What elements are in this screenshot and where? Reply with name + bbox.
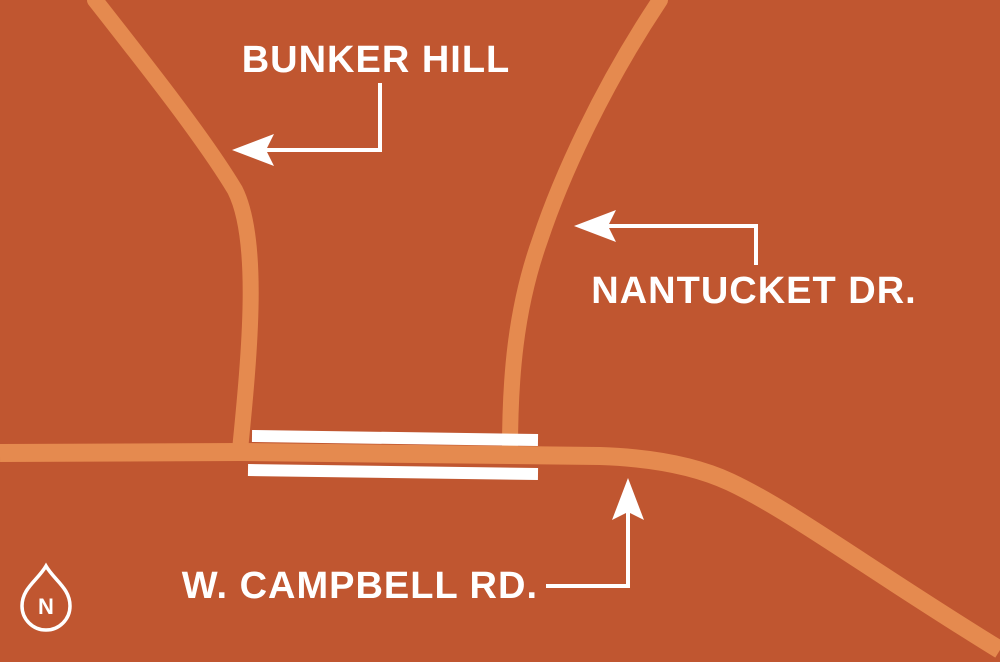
bunker-hill-label: BUNKER HILL: [242, 39, 511, 81]
nantucket-dr-label: NANTUCKET DR.: [591, 270, 916, 312]
highlight-bar-bottom: [247, 464, 539, 480]
north-compass-icon: N: [20, 562, 72, 632]
highlight-bar-top: [251, 430, 539, 446]
compass-letter: N: [38, 594, 54, 619]
bunker-hill-arrow: [232, 83, 382, 166]
nantucket-dr-road: [502, 0, 668, 458]
nantucket-dr-arrow: [574, 210, 758, 265]
bunker-hill-road: [87, 0, 259, 458]
w-campbell-rd-label: W. CAMPBELL RD.: [182, 565, 538, 607]
w-campbell-rd-arrow: [546, 478, 644, 588]
w-campbell-rd-road: [0, 442, 1000, 658]
